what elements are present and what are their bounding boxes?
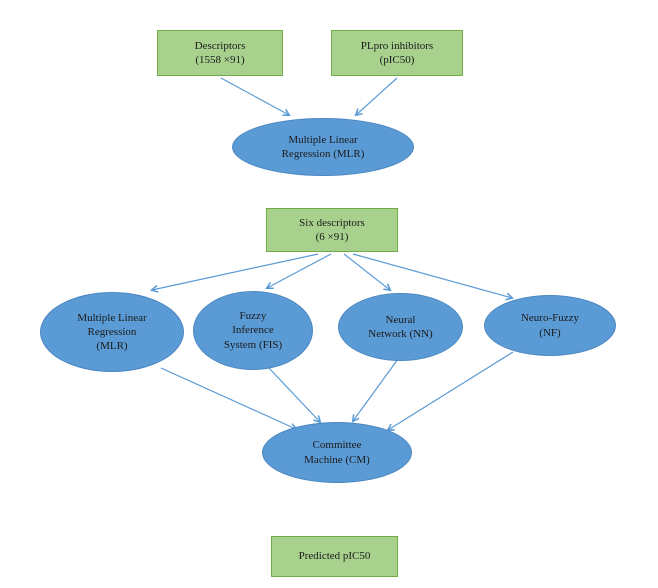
node-nn: Neural Network (NN) <box>338 293 463 361</box>
node-plpro-inhibitors-line2: (pIC50) <box>379 54 415 66</box>
node-predicted-pic50-line1: Predicted pIC50 <box>298 550 371 563</box>
node-cm: Committee Machine (CM) <box>262 422 412 483</box>
node-nn-line2: Network (NN) <box>368 328 433 340</box>
node-descriptors-line2: (1558 ×91) <box>195 54 245 66</box>
arrow-six-to-nf <box>352 253 515 301</box>
arrow-six-to-nn <box>343 253 392 292</box>
node-mlr-line2: Regression <box>87 325 137 338</box>
node-fis-line3: System (FIS) <box>223 338 283 351</box>
node-plpro-inhibitors-line1: PLpro inhibitors <box>360 39 434 52</box>
node-descriptors-line1: Descriptors <box>194 39 246 52</box>
arrow-nn-to-cm <box>351 358 399 423</box>
node-cm-line1: Committee <box>312 439 362 452</box>
node-fis: Fuzzy Inference System (FIS) <box>193 291 313 370</box>
arrow-plpro-to-mlr-full <box>354 77 398 117</box>
arrow-mlr-to-cm <box>160 367 298 431</box>
node-fis-line1: Fuzzy <box>239 310 267 323</box>
node-cm-line2: Machine (CM) <box>304 453 370 466</box>
node-six-descriptors: Six descriptors (6 ×91) <box>266 208 398 252</box>
node-mlr-line3: (MLR) <box>96 340 128 353</box>
node-nn-line1: Neural <box>385 313 416 326</box>
node-nf-line2: (NF) <box>539 326 561 339</box>
node-mlr-line1: Multiple Linear <box>77 311 147 324</box>
node-mlr-full-line1: Multiple Linear <box>288 133 358 146</box>
node-descriptors: Descriptors (1558 ×91) <box>157 30 283 76</box>
node-six-descriptors-line2: (6 ×91) <box>315 231 349 243</box>
node-fis-line2: Inference <box>232 324 274 337</box>
arrow-six-to-mlr <box>149 253 319 293</box>
node-predicted-pic50: Predicted pIC50 <box>271 536 398 577</box>
node-nf: Neuro-Fuzzy (NF) <box>484 295 616 356</box>
arrow-fis-to-cm <box>267 366 322 424</box>
arrow-descriptors-to-mlr-full <box>220 77 291 117</box>
node-mlr-full-line2: Regression (MLR) <box>281 148 365 160</box>
node-mlr-full: Multiple Linear Regression (MLR) <box>232 118 414 176</box>
node-six-descriptors-line1: Six descriptors <box>299 216 365 229</box>
node-nf-line1: Neuro-Fuzzy <box>520 312 580 325</box>
arrow-nf-to-cm <box>386 351 514 432</box>
arrow-six-to-fis <box>265 253 332 290</box>
node-plpro-inhibitors: PLpro inhibitors (pIC50) <box>331 30 463 76</box>
node-mlr: Multiple Linear Regression (MLR) <box>40 292 184 372</box>
